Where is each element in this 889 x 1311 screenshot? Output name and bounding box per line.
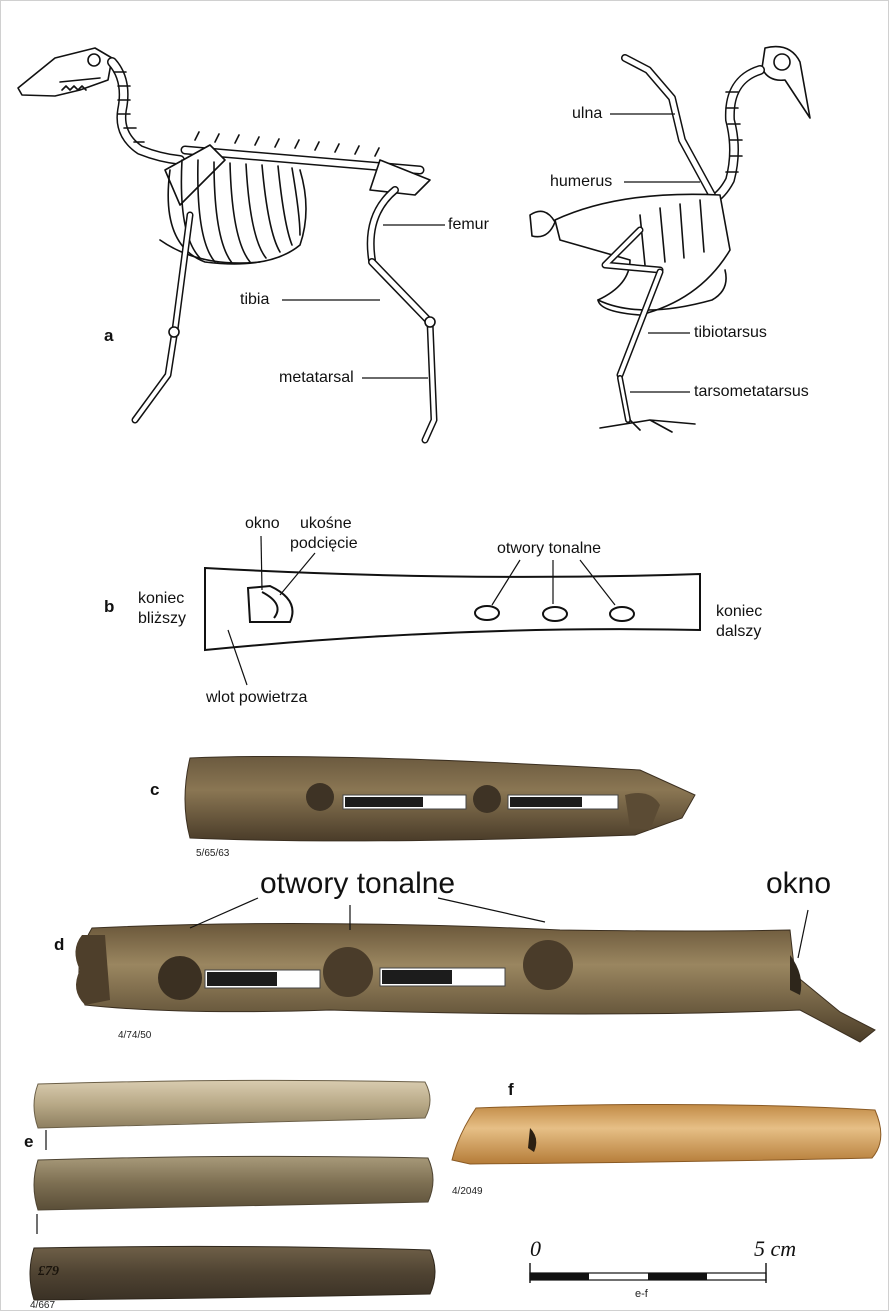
label-koniec-dalszy-1: koniec [716,603,762,621]
label-koniec-blizszy-1: koniec [138,590,184,608]
catalog-c: 5/65/63 [196,848,229,859]
bone-e-view-2 [34,1156,433,1210]
label-wlot-powietrza: wlot powietrza [206,689,307,707]
panel-d-letter: d [54,935,64,955]
label-okno-d: okno [766,868,831,900]
label-tibiotarsus: tibiotarsus [694,324,767,342]
scale-bar-d-1 [205,970,320,988]
scale-bar-c-2 [508,795,618,809]
sheep-leader-lines [282,225,445,378]
label-otwory-tonalne-d: otwory tonalne [260,868,455,900]
catalog-e: 4/667 [30,1300,55,1311]
catalog-f: 4/2049 [452,1186,483,1197]
label-podciecie: podcięcie [290,535,358,553]
bone-e-view-3 [30,1246,435,1300]
panel-f-letter: f [508,1080,514,1100]
label-femur: femur [448,216,489,234]
panel-e-letter: e [24,1132,33,1152]
flute-schematic [205,568,700,650]
bone-e-marking: £79 [38,1264,59,1280]
label-okno: okno [245,515,280,533]
sheep-skeleton [18,48,435,440]
label-ulna: ulna [572,105,602,123]
label-tarsometatarsus: tarsometatarsus [694,383,809,401]
scale-start-label: 0 [530,1236,541,1262]
panel-c-letter: c [150,780,159,800]
label-otwory-tonalne-b: otwory tonalne [497,540,601,558]
label-ukosne: ukośne [300,515,352,533]
label-koniec-blizszy-2: bliższy [138,610,186,628]
catalog-d: 4/74/50 [118,1030,151,1041]
label-tibia: tibia [240,291,269,309]
scale-bar-d-2 [380,968,505,986]
panel-a-letter: a [104,326,113,346]
label-metatarsal: metatarsal [279,369,354,387]
label-humerus: humerus [550,173,612,191]
scale-caption: e-f [635,1288,648,1300]
panel-b-letter: b [104,597,114,617]
scale-bar-ef [530,1263,766,1283]
scale-bar-c-1 [343,795,466,809]
bone-e-view-1 [34,1080,430,1128]
label-koniec-dalszy-2: dalszy [716,623,761,641]
bone-f-photo [452,1104,881,1164]
scale-end-label: 5 cm [754,1236,796,1262]
